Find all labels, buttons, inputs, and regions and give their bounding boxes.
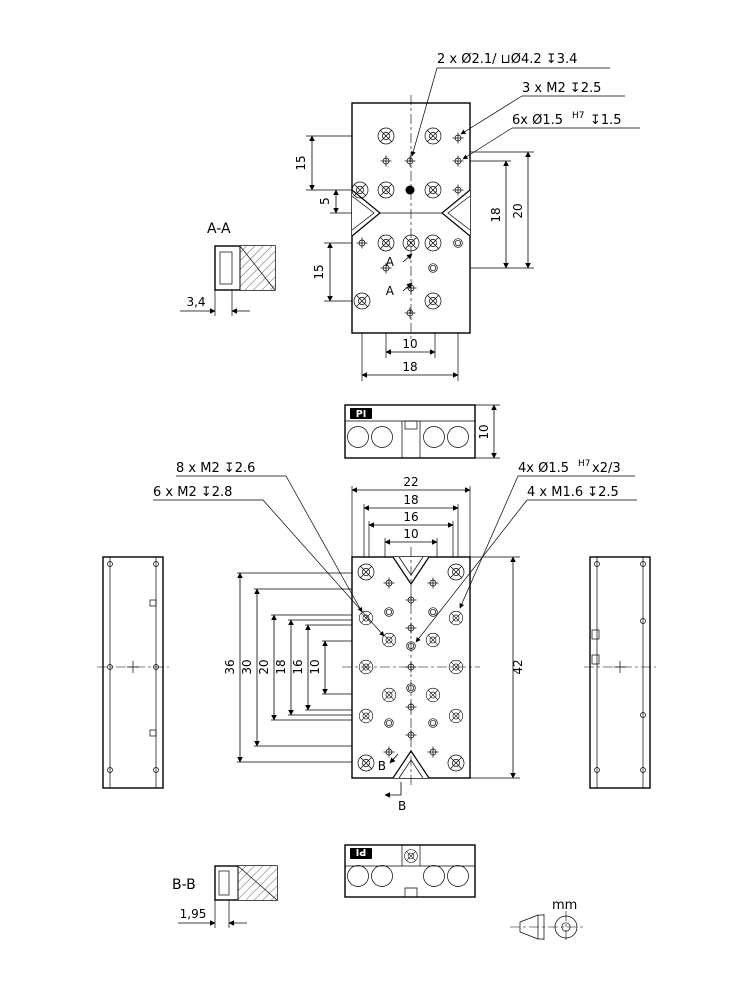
callout-counterbore: 2 x Ø2.1/ ⊔Ø4.2 ↧3.4	[437, 52, 577, 67]
dim-main-left-20: 20	[257, 659, 271, 674]
dim-main-top-10: 10	[403, 527, 418, 541]
dim-main-top-16: 16	[403, 510, 418, 524]
projection-symbol: mm	[510, 898, 585, 943]
pi-logo-box-rotated	[350, 848, 372, 859]
callout-fit-pre: 6x Ø1.5	[512, 113, 563, 128]
callout-thread-m2: 3 x M2 ↧2.5	[522, 81, 601, 96]
front-view-top: PI 10	[344, 404, 500, 459]
section-aa-view: A-A 3,4	[180, 221, 276, 316]
callout-fit4-pre: 4x Ø1.5	[518, 461, 569, 476]
callout-fit-sup: H7	[572, 111, 585, 121]
dim-main-left-36: 36	[223, 659, 237, 674]
section-aa-title: A-A	[207, 221, 231, 237]
section-marker-a2: A	[386, 284, 395, 298]
dim-top-left-5: 5	[318, 197, 332, 205]
dim-main-left-10: 10	[308, 659, 322, 674]
section-marker-b2: B	[398, 799, 406, 813]
main-view: 22 18 16 10 36 30 20 18 16 10 42	[153, 459, 637, 813]
side-view-right	[584, 556, 656, 789]
dim-main-left-16: 16	[291, 659, 305, 674]
dim-main-left-30: 30	[240, 659, 254, 674]
callout-m2-6x: 6 x M2 ↧2.8	[153, 485, 232, 500]
pin-hole-filled	[405, 185, 415, 195]
side-view-left	[97, 556, 169, 789]
callout-m2-8x: 8 x M2 ↧2.6	[176, 461, 255, 476]
dim-top-right-18: 18	[489, 207, 503, 222]
pi-logo-text: PI	[356, 409, 367, 420]
dim-top-left-15b: 15	[312, 264, 326, 279]
pi-logo-text-rotated: PI	[356, 846, 367, 857]
callout-fit4-post: x2/3	[592, 461, 621, 476]
units-label: mm	[552, 898, 577, 913]
dim-top-bottom-10: 10	[402, 337, 417, 351]
dim-top-right-20: 20	[511, 203, 525, 218]
dim-section-aa-34: 3,4	[186, 295, 205, 309]
dim-main-right-42: 42	[511, 659, 525, 674]
pi-logo-box	[350, 408, 372, 419]
callout-fit-post: ↧1.5	[590, 113, 622, 128]
dim-top-left-15a: 15	[294, 155, 308, 170]
dim-main-top-18: 18	[403, 493, 418, 507]
section-marker-b1: B	[378, 759, 386, 773]
callout-fit4-sup: H7	[578, 459, 591, 469]
front-view-bottom: PI	[344, 844, 476, 898]
dim-section-bb-195: 1,95	[180, 907, 207, 921]
section-bb-view: B-B 1,95	[172, 865, 278, 928]
dim-front-top-10: 10	[477, 424, 491, 439]
dim-top-bottom-18: 18	[402, 360, 417, 374]
section-marker-a1: A	[386, 255, 395, 269]
dim-main-left-18: 18	[274, 659, 288, 674]
callout-m16: 4 x M1.6 ↧2.5	[527, 485, 619, 500]
top-view: A A 15 5 15 18 20 10 18 2 x Ø2.1/ ⊔Ø4.2 …	[294, 52, 640, 381]
section-bb-title: B-B	[172, 877, 196, 893]
dim-main-top-22: 22	[403, 475, 418, 489]
